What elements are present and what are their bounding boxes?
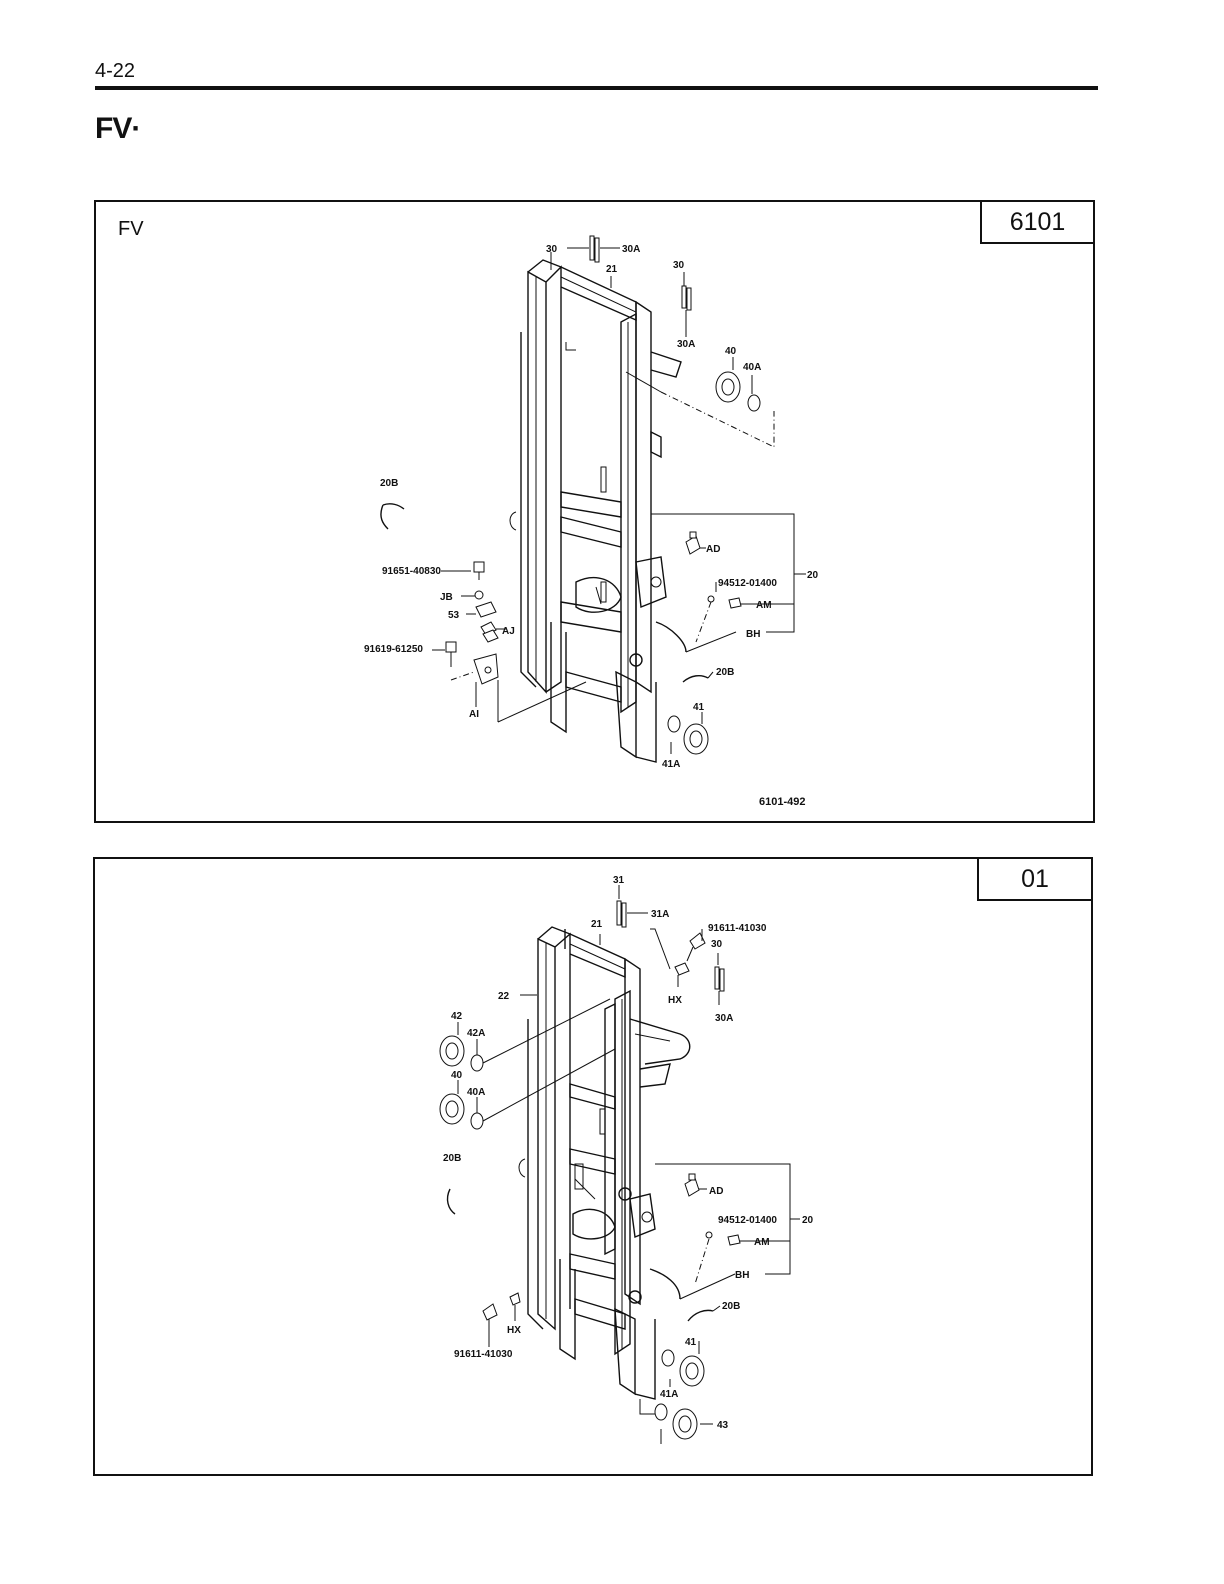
callout-label: 30 — [546, 244, 558, 255]
callout-label: AD — [709, 1186, 723, 1197]
callout-label: 40 — [725, 346, 737, 357]
callout-label: HX — [507, 1325, 521, 1336]
triple-mast-drawing — [519, 927, 690, 1399]
callout-label: 42A — [467, 1028, 485, 1039]
callout-label: 20 — [807, 570, 819, 581]
callout-label: 22 — [498, 991, 510, 1002]
callout-label: 31 — [613, 875, 625, 886]
callout-label: 20B — [443, 1153, 461, 1164]
callout-label: 31A — [651, 909, 669, 920]
callout-label: 91611-41030 — [454, 1349, 513, 1360]
callout-label: 41A — [662, 759, 680, 770]
callout-label: 41 — [685, 1337, 697, 1348]
leader-lines-2 — [458, 885, 800, 1444]
callout-label: 30A — [677, 339, 695, 350]
callout-labels: 30 30A 21 30 30A 40 40A 20B AD 91651-408… — [364, 244, 819, 770]
callout-label: 41 — [693, 702, 705, 713]
callout-label: 53 — [448, 610, 460, 621]
mast-exploded-diagram-2: 31 31A 21 91611-41030 30 HX 22 30A 42 42… — [95, 859, 1095, 1478]
callout-label: AM — [756, 600, 772, 611]
callout-label: 40A — [743, 362, 761, 373]
callout-label: 94512-01400 — [718, 578, 777, 589]
callout-label: BH — [746, 629, 760, 640]
callout-label: AD — [706, 544, 720, 555]
header-rule — [95, 86, 1098, 90]
callout-label: AM — [754, 1237, 770, 1248]
callout-label: AJ — [502, 626, 515, 637]
callout-label: 30A — [622, 244, 640, 255]
page-number: 4-22 — [95, 60, 135, 83]
callout-label: HX — [668, 995, 682, 1006]
callout-label: 94512-01400 — [718, 1215, 777, 1226]
callout-label: JB — [440, 592, 453, 603]
callout-label: BH — [735, 1270, 749, 1281]
diagram-panel-01: 01 — [93, 857, 1093, 1476]
callout-label: AI — [469, 709, 479, 720]
callout-label: 91611-41030 — [708, 923, 767, 934]
callout-label: 20B — [380, 478, 398, 489]
callout-label: 42 — [451, 1011, 463, 1022]
callout-label: 20B — [716, 667, 734, 678]
callout-label: 20 — [802, 1215, 814, 1226]
callout-label: 41A — [660, 1389, 678, 1400]
callout-label: 20B — [722, 1301, 740, 1312]
diagram-panel-6101: 6101 FV 6101-492 — [94, 200, 1095, 823]
callout-label: 91651-40830 — [382, 566, 441, 577]
outer-mast-drawing — [510, 252, 686, 762]
callout-label: 30 — [711, 939, 723, 950]
section-title: FV· — [95, 112, 140, 146]
callout-label: 30A — [715, 1013, 733, 1024]
callout-label: 30 — [673, 260, 685, 271]
hardware-parts — [381, 236, 760, 754]
callout-labels-2: 31 31A 21 91611-41030 30 HX 22 30A 42 42… — [443, 875, 814, 1431]
callout-label: 21 — [591, 919, 603, 930]
mast-exploded-diagram-1: 30 30A 21 30 30A 40 40A 20B AD 91651-408… — [96, 202, 1097, 825]
callout-label: 40A — [467, 1087, 485, 1098]
callout-label: 21 — [606, 264, 618, 275]
callout-label: 91619-61250 — [364, 644, 423, 655]
callout-label: 40 — [451, 1070, 463, 1081]
callout-label: 43 — [717, 1420, 729, 1431]
